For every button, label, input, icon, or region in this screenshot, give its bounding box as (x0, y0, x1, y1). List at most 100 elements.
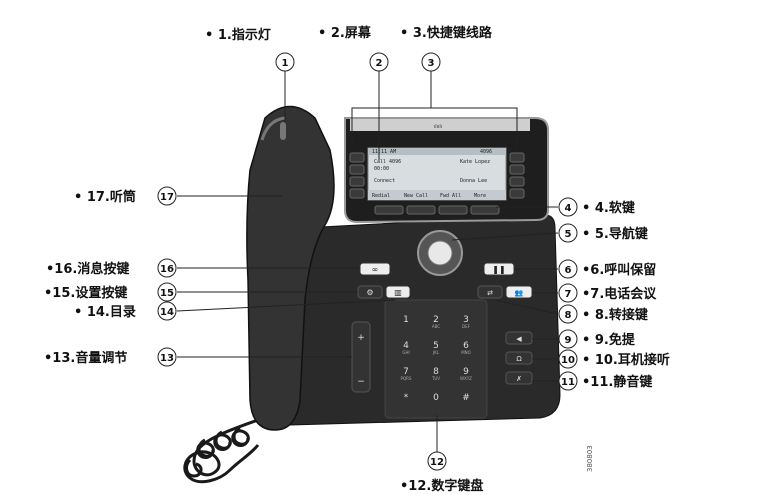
mute-icon: ✗ (516, 375, 522, 383)
softkey-label-3: Fwd All (440, 193, 461, 199)
svg-text:3: 3 (428, 58, 435, 69)
brand-logo: ılıılı (434, 124, 442, 130)
key-3-letters: DEF (462, 324, 471, 329)
transfer-icon: ⇄ (487, 289, 493, 297)
callout-5: 5 (558, 223, 578, 243)
softkeys[interactable] (374, 205, 500, 215)
handset-cord (183, 418, 260, 484)
svg-text:10: 10 (561, 355, 575, 366)
callout-16: 16 (157, 258, 177, 278)
label-settings: •15.设置按键 (44, 285, 127, 301)
callout-4: 4 (558, 197, 578, 217)
screen-line2-left: Connect (374, 178, 395, 184)
key-4-letters: GHI (402, 350, 409, 355)
key-6: 6 (463, 341, 469, 351)
navigation-cluster[interactable] (417, 230, 463, 276)
softkey-label-2: New Call (404, 193, 428, 199)
conference-button[interactable]: 👥 (505, 285, 533, 299)
screen-header-left: 11:11 AM (372, 149, 396, 155)
callout-7: 7 (558, 283, 578, 303)
transfer-button[interactable]: ⇄ (477, 285, 503, 299)
figure-id: 380803 (586, 445, 594, 472)
volume-rocker[interactable]: + − (351, 321, 371, 393)
screen-line1-right: Kate Lopez (460, 159, 490, 165)
key-9: 9 (463, 367, 469, 377)
svg-text:12: 12 (430, 457, 444, 468)
key-6-letters: MNO (461, 350, 471, 355)
key-9-letters: WXYZ (460, 376, 472, 381)
conference-icon: 👥 (515, 289, 524, 297)
key-0: 0 (433, 393, 439, 403)
svg-text:6: 6 (565, 265, 572, 276)
callout-12: 12 (427, 451, 447, 471)
key-2: 2 (433, 315, 439, 325)
svg-text:5: 5 (565, 229, 572, 240)
label-screen: • 2.屏幕 (318, 25, 372, 41)
screen-line1-left: Call 4096 (374, 159, 401, 165)
mute-button[interactable]: ✗ (505, 371, 533, 385)
callout-15: 15 (157, 282, 177, 302)
pause-icon: ❚❚ (492, 265, 505, 274)
screen-header-right: 4096 (480, 149, 492, 155)
label-conference: •7.电话会议 (582, 286, 657, 302)
label-navigation: • 5.导航键 (582, 226, 648, 242)
svg-text:14: 14 (160, 307, 174, 318)
settings-button[interactable]: ⚙ (357, 285, 383, 299)
softkey-label-1: Redial (372, 193, 390, 199)
svg-text:16: 16 (160, 264, 174, 275)
callout-9: 9 (558, 329, 578, 349)
softkey-label-4: More (474, 193, 486, 199)
svg-text:2: 2 (376, 58, 383, 69)
screen-line2-right: Donna Lee (460, 178, 487, 184)
headset-button[interactable]: Ω (505, 351, 533, 365)
volume-minus: − (357, 377, 365, 387)
svg-text:4: 4 (565, 203, 572, 214)
hold-button[interactable]: ❚❚ (483, 262, 515, 276)
svg-text:1: 1 (282, 58, 289, 69)
key-3: 3 (463, 315, 469, 325)
line-keys-right[interactable] (509, 152, 525, 199)
label-softkeys: • 4.软键 (582, 200, 635, 216)
screen-line1-sub: 00:00 (374, 166, 389, 172)
svg-text:9: 9 (565, 335, 572, 346)
svg-text:8: 8 (565, 310, 572, 321)
callout-1: 1 (275, 52, 295, 72)
key-2-letters: ABC (432, 324, 440, 329)
headset-icon: Ω (516, 355, 522, 363)
svg-text:13: 13 (160, 353, 174, 364)
callout-markers: 1 2 3 4 5 6 7 8 9 10 11 12 13 14 15 16 1… (157, 52, 578, 471)
callout-10: 10 (558, 349, 578, 369)
key-star: * (404, 393, 409, 403)
indicator-light-icon (280, 122, 286, 140)
display-top-strip (350, 119, 530, 131)
speaker-icon: ◀ (516, 335, 522, 343)
label-headset: • 10.耳机接听 (582, 352, 670, 368)
lcd-screen: 11:11 AM 4096 Call 4096 00:00 Kate Lopez… (367, 147, 507, 201)
svg-text:7: 7 (565, 289, 572, 300)
book-icon: ▥ (394, 288, 402, 297)
label-hold: •6.呼叫保留 (582, 262, 656, 278)
directory-button[interactable]: ▥ (385, 285, 411, 299)
callout-13: 13 (157, 347, 177, 367)
label-handset: • 17.听筒 (74, 189, 136, 205)
keypad-keys[interactable]: 1 2 3 4 5 6 7 8 9 * 0 # ABC DEF GHI JKL … (401, 315, 473, 403)
callout-6: 6 (558, 259, 578, 279)
key-hash: # (462, 393, 470, 403)
key-7-letters: PQRS (401, 376, 412, 381)
callout-2: 2 (369, 52, 389, 72)
label-transfer: • 8.转接键 (582, 307, 648, 323)
labels: • 1.指示灯 • 2.屏幕 • 3.快捷键线路 • 4.软键 • 5.导航键 … (44, 25, 670, 494)
label-mute: •11.静音键 (582, 374, 652, 390)
callout-11: 11 (558, 371, 578, 391)
keypad-panel (384, 299, 488, 419)
voicemail-icon: ∞ (372, 265, 379, 274)
speaker-button[interactable]: ◀ (505, 331, 533, 345)
key-5-letters: JKL (432, 350, 440, 355)
label-indicator: • 1.指示灯 (205, 27, 271, 43)
key-8-letters: TUV (431, 376, 440, 381)
line-keys-left[interactable] (349, 152, 365, 199)
volume-plus: + (357, 333, 365, 343)
leader-lines (176, 71, 559, 452)
message-button[interactable]: ∞ (359, 262, 391, 276)
